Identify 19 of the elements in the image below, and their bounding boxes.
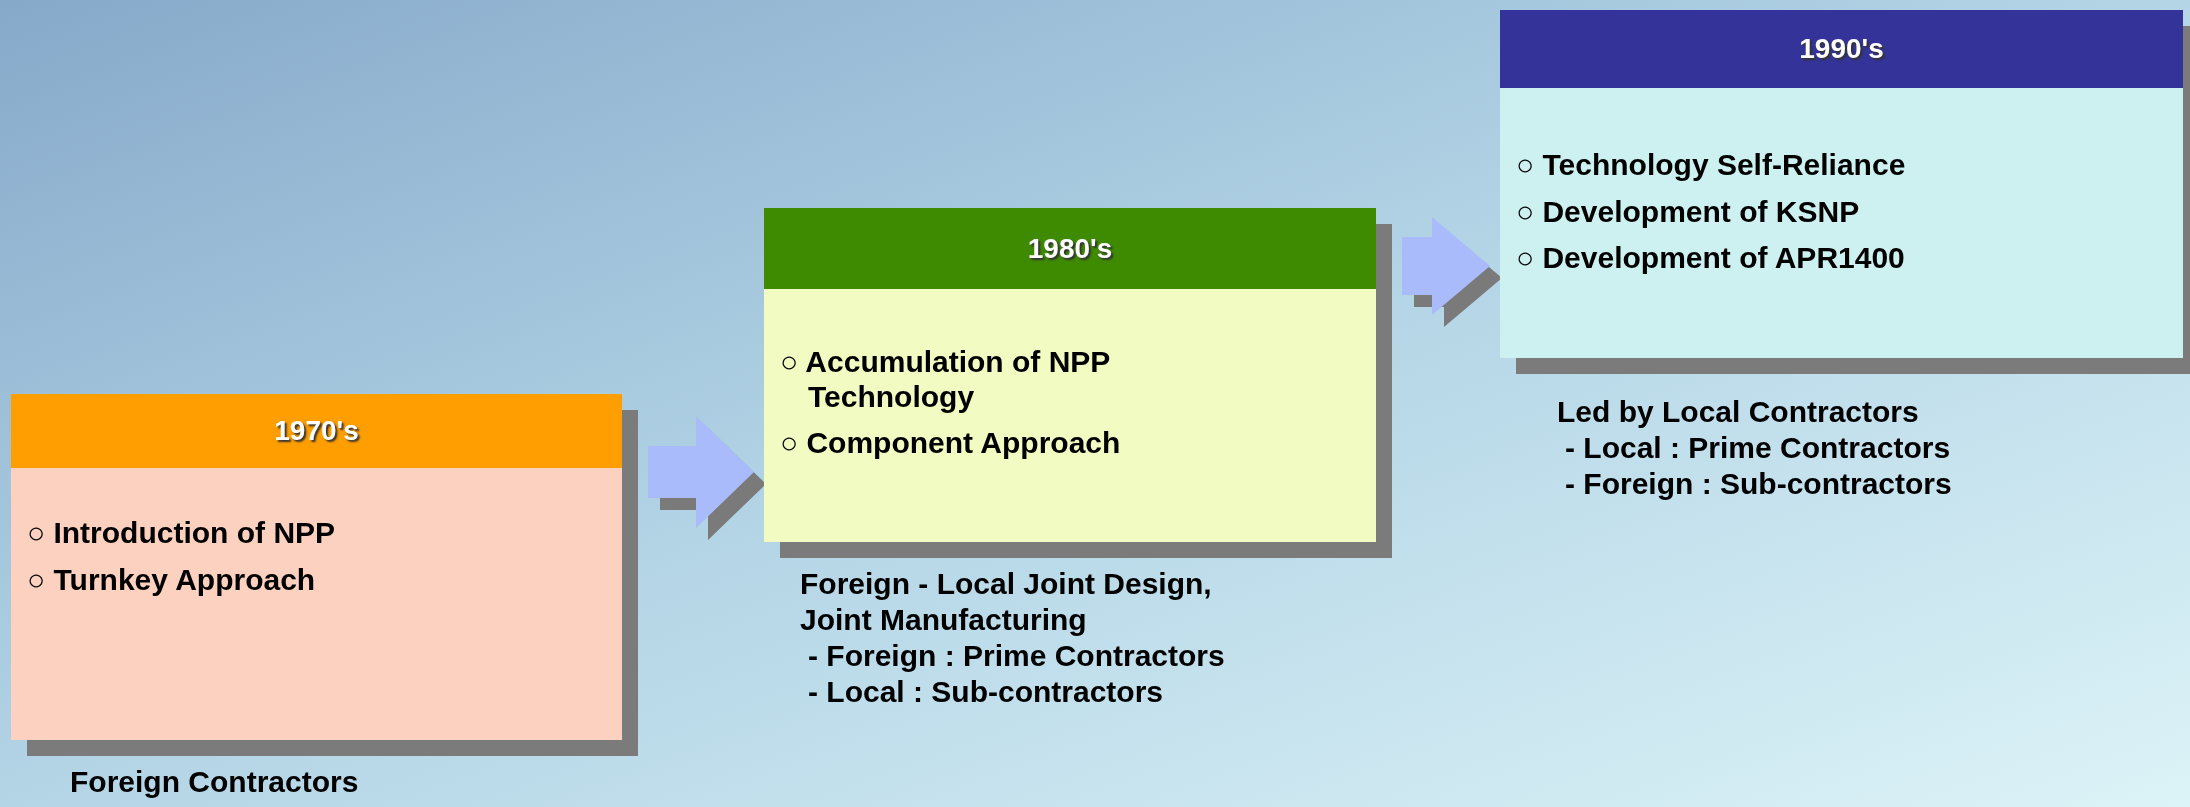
contract-note: Foreign - Local Joint Design, Joint Manufacturing [800, 566, 1213, 638]
block-arrow [1402, 217, 1502, 327]
bullet-item: ○ Technology Self-Reliance [1516, 148, 1907, 183]
decade-header: 1970's [11, 394, 622, 468]
contract-note: Foreign Contractors [70, 764, 360, 800]
decade-header: 1980's [764, 208, 1376, 289]
bullet-item: ○ Development of KSNP [1516, 194, 1861, 229]
contract-note: - Local : Sub-contractors [807, 674, 1165, 710]
bullet-item: ○ Turnkey Approach [27, 562, 317, 597]
bullet-item: ○ Development of APR1400 [1516, 241, 1906, 276]
contract-note: - Local : Prime Contractors [1564, 430, 1952, 466]
bullet-item: ○ Accumulation of NPP Technology [780, 345, 1111, 414]
contract-note: - Foreign : Sub-contractors [1564, 466, 1953, 502]
decade-header: 1990's [1500, 10, 2183, 88]
block-arrow [648, 416, 766, 540]
contract-note: Led by Local Contractors [1557, 394, 1920, 430]
bullet-item: ○ Introduction of NPP [27, 516, 337, 551]
contract-note: - Foreign : Prime Contractors [807, 638, 1226, 674]
bullet-item: ○ Component Approach [780, 426, 1122, 461]
